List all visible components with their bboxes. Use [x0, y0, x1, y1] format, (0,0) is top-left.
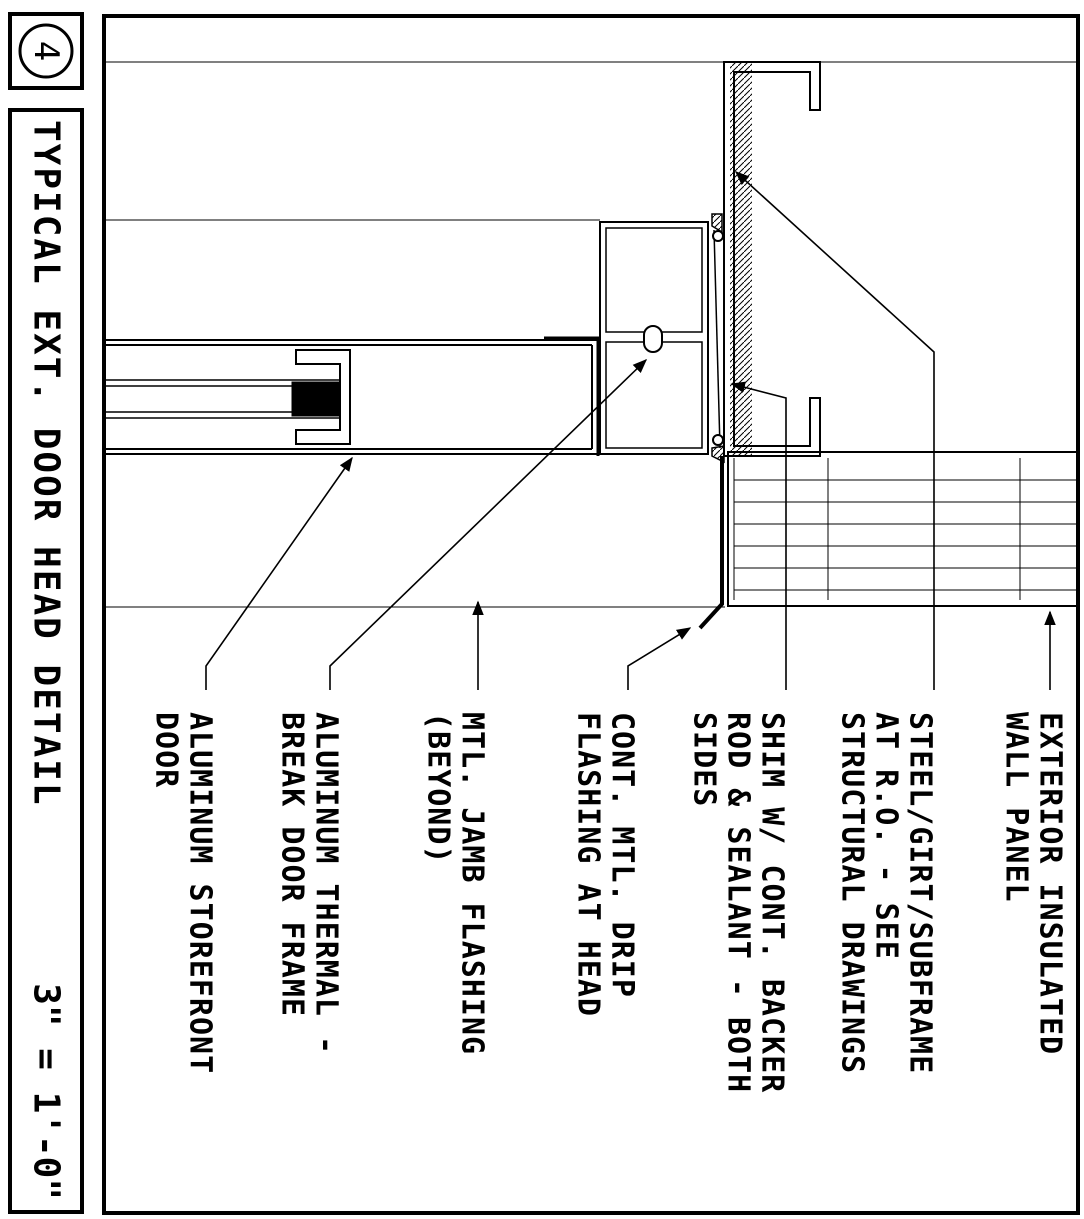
callout-thermal-frame-line-2: BREAK DOOR FRAME: [275, 712, 310, 1017]
detail-title: TYPICAL EXT. DOOR HEAD DETAIL: [26, 120, 67, 807]
callout-steel-girt: STEEL/GIRT/SUBFRAME AT R.O. - SEE STRUCT…: [835, 712, 938, 1074]
callout-thermal-frame: ALUMINUM THERMAL - BREAK DOOR FRAME: [275, 712, 344, 1055]
callout-shim: SHIM W/ CONT. BACKER ROD & SEALANT - BOT…: [687, 712, 790, 1093]
callout-shim-line-3: SIDES: [687, 712, 722, 807]
callout-jamb-flashing: MTL. JAMB FLASHING (BEYOND): [421, 712, 490, 1055]
callout-wall-panel-line-1: EXTERIOR INSULATED: [1033, 712, 1068, 1055]
drawing-frame: [102, 14, 1080, 1215]
callout-jamb-flashing-line-1: MTL. JAMB FLASHING: [455, 712, 490, 1055]
callout-drip-flashing-line-2: FLASHING AT HEAD: [571, 712, 606, 1017]
detail-number-badge: 4: [8, 12, 84, 90]
callout-shim-line-1: SHIM W/ CONT. BACKER: [755, 712, 790, 1093]
leader-lines: [205, 171, 1056, 690]
callout-wall-panel: EXTERIOR INSULATED WALL PANEL: [999, 712, 1068, 1055]
detail-number: 4: [26, 41, 66, 61]
callout-thermal-frame-line-1: ALUMINUM THERMAL -: [309, 712, 344, 1055]
callout-wall-panel-line-2: WALL PANEL: [999, 712, 1034, 903]
section-geometry: [106, 61, 1079, 630]
callout-storefront-door-line-2: DOOR: [149, 712, 184, 788]
callout-storefront-door-line-1: ALUMINUM STOREFRONT: [183, 712, 218, 1074]
callout-steel-girt-line-3: STRUCTURAL DRAWINGS: [835, 712, 870, 1074]
callout-steel-girt-line-1: STEEL/GIRT/SUBFRAME: [903, 712, 938, 1074]
title-box: [8, 108, 84, 1214]
callout-storefront-door: ALUMINUM STOREFRONT DOOR: [149, 712, 218, 1074]
detail-scale: 3" = 1'-0": [26, 983, 67, 1200]
callout-drip-flashing: CONT. MTL. DRIP FLASHING AT HEAD: [571, 712, 640, 1017]
callout-steel-girt-line-2: AT R.O. - SEE: [869, 712, 904, 960]
callout-drip-flashing-line-1: CONT. MTL. DRIP: [605, 712, 640, 998]
callout-shim-line-2: ROD & SEALANT - BOTH: [721, 712, 756, 1093]
callout-jamb-flashing-line-2: (BEYOND): [421, 712, 456, 865]
